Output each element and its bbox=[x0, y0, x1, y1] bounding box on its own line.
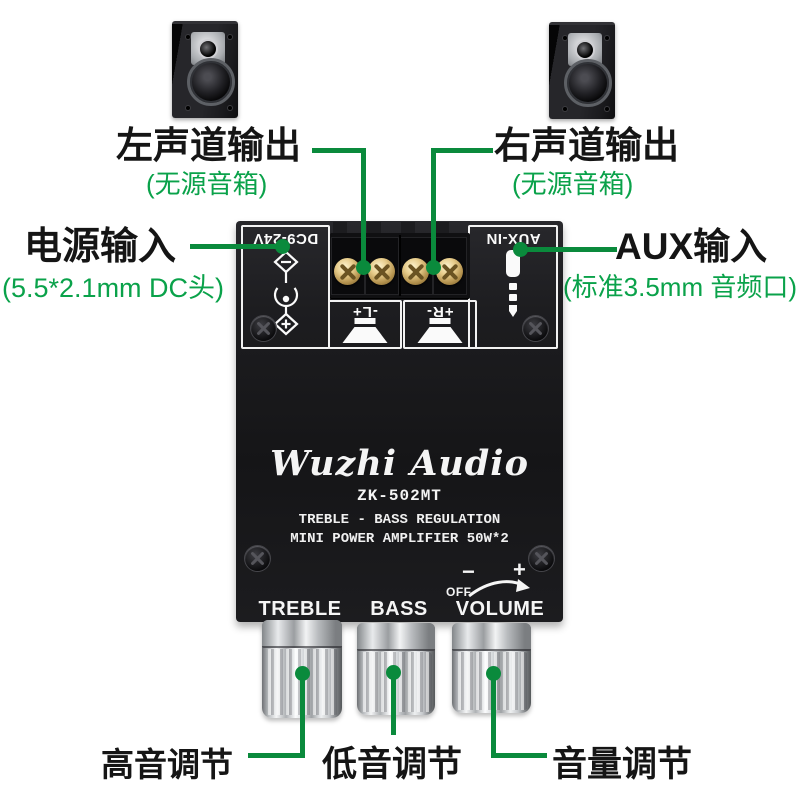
bass-caption: BASS bbox=[370, 598, 428, 620]
callout-line bbox=[300, 672, 305, 758]
power-input-subtitle: (5.5*2.1mm DC头) bbox=[2, 273, 225, 303]
aux-port-label: AUX-IN bbox=[485, 230, 541, 247]
terminal-divider bbox=[399, 235, 401, 296]
model-number: ZK-502MT bbox=[357, 487, 442, 505]
callout-line bbox=[312, 148, 366, 153]
dc-port-box: DC9-24V bbox=[241, 225, 330, 349]
callout-line bbox=[431, 148, 436, 270]
volume-callout-label: 音量调节 bbox=[552, 745, 693, 784]
callout-line bbox=[391, 671, 396, 735]
callout-dot bbox=[513, 242, 528, 257]
speaker-screw bbox=[186, 35, 190, 39]
speaker-screw bbox=[228, 106, 232, 110]
callout-line bbox=[361, 148, 366, 270]
board-screw bbox=[529, 546, 554, 571]
amplifier-board: DC9-24V AUX-IN bbox=[236, 221, 563, 622]
terminal-tab bbox=[401, 222, 415, 235]
speaker-screw bbox=[228, 35, 232, 39]
callout-line bbox=[431, 148, 493, 153]
speaker-screw bbox=[605, 107, 609, 111]
right-channel-box: +R- bbox=[403, 300, 477, 349]
aux-port-box: AUX-IN bbox=[468, 225, 558, 349]
callout-dot bbox=[486, 666, 501, 681]
left-channel-box: -L+ bbox=[328, 300, 402, 349]
spec-line-2: MINI POWER AMPLIFIER 50W*2 bbox=[290, 531, 509, 547]
speaker-screw bbox=[186, 106, 190, 110]
speaker-symbol-icon bbox=[342, 318, 388, 343]
aux-input-subtitle: (标准3.5mm 音频口) bbox=[563, 272, 798, 302]
speaker-screw bbox=[605, 36, 609, 40]
volume-min-label: − bbox=[462, 559, 475, 584]
dc-polarity-icon bbox=[272, 250, 299, 336]
callout-line bbox=[491, 672, 496, 758]
terminal-screw bbox=[368, 258, 395, 285]
callout-dot bbox=[386, 665, 401, 680]
terminal-screw bbox=[402, 258, 429, 285]
volume-max-label: + bbox=[513, 557, 526, 582]
speaker-woofer bbox=[187, 58, 235, 106]
terminal-tab bbox=[367, 222, 381, 235]
terminal-tab bbox=[435, 222, 449, 235]
aux-input-title: AUX输入 bbox=[615, 226, 768, 267]
left-output-title: 左声道输出 bbox=[116, 125, 301, 166]
treble-caption: TREBLE bbox=[258, 598, 342, 620]
board-screw bbox=[251, 316, 276, 341]
brand-logo: Wuzhi Audio bbox=[270, 443, 529, 484]
speaker-symbol-icon bbox=[417, 318, 463, 343]
left-output-subtitle: (无源音箱) bbox=[146, 169, 268, 199]
callout-dot bbox=[275, 239, 290, 254]
terminal-tab bbox=[333, 222, 347, 235]
board-screw bbox=[245, 546, 270, 571]
right-speaker-photo bbox=[549, 22, 615, 119]
callout-dot bbox=[295, 666, 310, 681]
speaker-screw bbox=[563, 107, 567, 111]
volume-off-label: OFF bbox=[446, 585, 472, 599]
right-output-title: 右声道输出 bbox=[494, 125, 679, 166]
speaker-screw bbox=[563, 36, 567, 40]
callout-line bbox=[491, 753, 547, 758]
right-output-subtitle: (无源音箱) bbox=[512, 169, 634, 199]
volume-direction-arrow bbox=[468, 579, 530, 598]
power-input-title: 电源输入 bbox=[24, 226, 177, 268]
bass-callout-label: 低音调节 bbox=[322, 745, 463, 784]
callout-dot bbox=[426, 260, 441, 275]
callout-line bbox=[518, 247, 617, 252]
bass-knob bbox=[357, 623, 435, 715]
terminal-screw bbox=[436, 258, 463, 285]
treble-callout-label: 高音调节 bbox=[101, 746, 233, 783]
board-screw bbox=[523, 316, 548, 341]
callout-line bbox=[190, 244, 285, 249]
callout-dot bbox=[356, 260, 371, 275]
speaker-woofer bbox=[564, 59, 612, 107]
callout-line bbox=[248, 753, 303, 758]
volume-caption: VOLUME bbox=[455, 598, 545, 620]
left-speaker-photo bbox=[172, 21, 238, 118]
aux-jack-icon bbox=[506, 250, 520, 317]
spec-line-1: TREBLE - BASS REGULATION bbox=[298, 512, 501, 528]
